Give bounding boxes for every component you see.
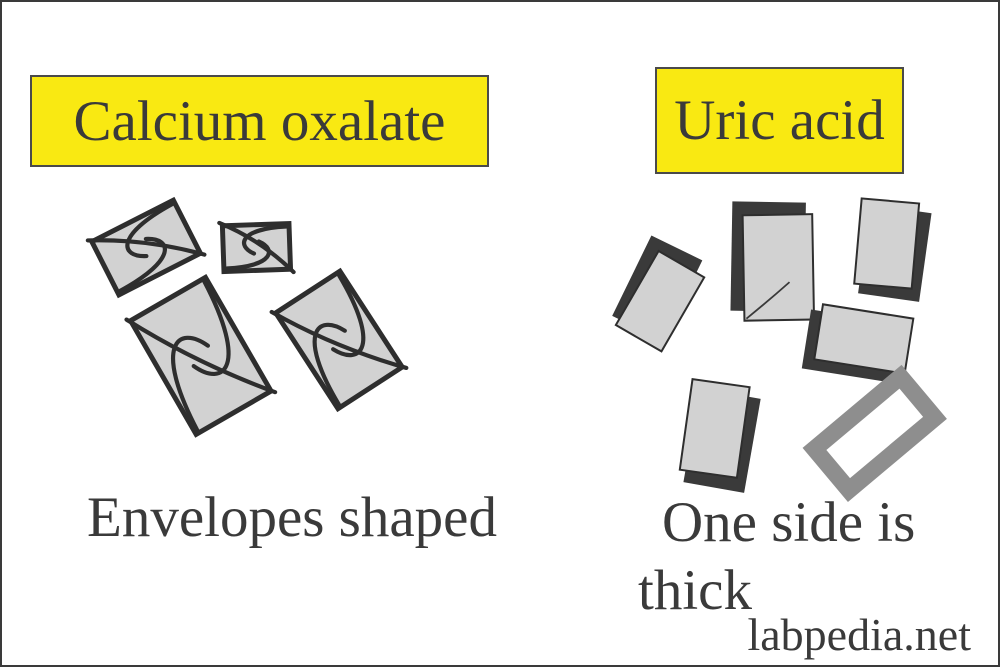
label-uric-acid: Uric acid — [655, 67, 904, 174]
uric-acid-crystal — [730, 201, 816, 322]
caption-one-side-is: One side is — [662, 491, 916, 554]
caption-thick: thick — [638, 559, 752, 622]
label-calcium-oxalate: Calcium oxalate — [30, 75, 489, 167]
calcium-oxalate-envelope-crystal — [85, 196, 207, 299]
uric-acid-crystal — [853, 197, 932, 302]
caption-envelopes-shaped: Envelopes shaped — [87, 486, 497, 549]
uric-acid-crystal — [801, 303, 915, 384]
watermark-labpedia: labpedia.net — [747, 609, 971, 660]
uric-acid-crystal — [612, 235, 706, 353]
label-calcium-oxalate-text: Calcium oxalate — [73, 89, 446, 153]
calcium-oxalate-envelope-crystal — [217, 220, 296, 275]
calcium-oxalate-envelope-crystal — [269, 267, 409, 413]
calcium-oxalate-envelope-crystal — [124, 274, 278, 438]
uric-acid-hollow-crystal — [802, 364, 947, 502]
label-uric-acid-text: Uric acid — [674, 89, 885, 152]
uric-acid-crystal — [678, 378, 761, 493]
